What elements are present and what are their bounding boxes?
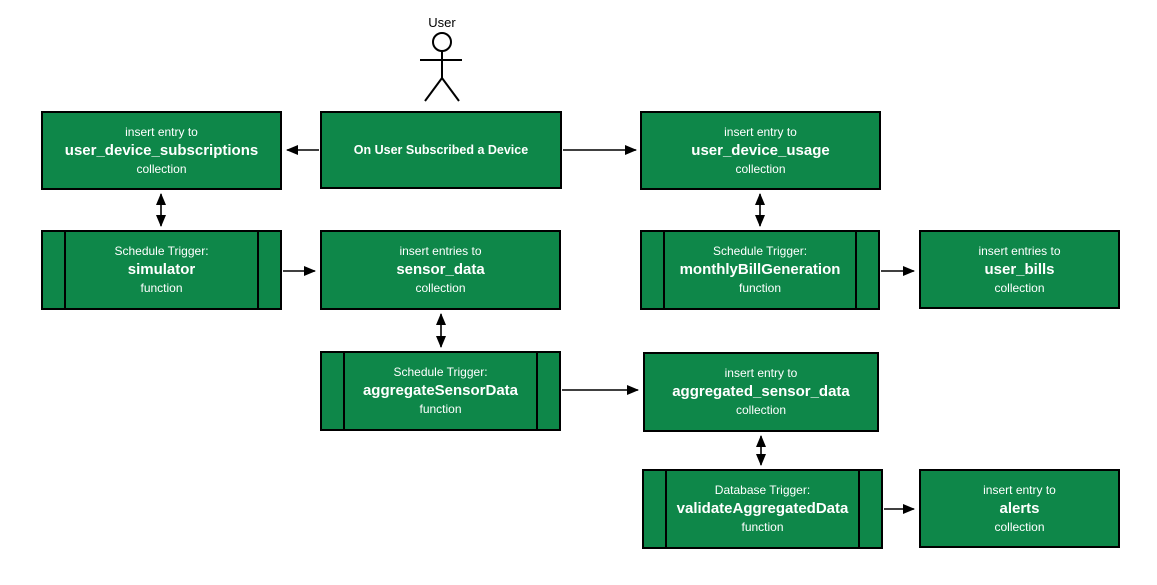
node-title: validateAggregatedData (676, 500, 849, 517)
node-action-label: insert entry to (125, 124, 198, 139)
node-type-label: collection (994, 280, 1045, 295)
node-action-label: insert entries to (399, 244, 482, 258)
node-action-label: Schedule Trigger: (114, 244, 209, 258)
node-aggregated-sensor-data: insert entry to aggregated_sensor_data c… (643, 352, 879, 432)
node-action-label: Database Trigger: (714, 483, 811, 497)
node-validate-aggregated-data-function: Database Trigger: validateAggregatedData… (642, 469, 883, 549)
node-type-label: function (741, 520, 784, 534)
node-user-bills: insert entries to user_bills collection (919, 230, 1120, 309)
node-title: aggregated_sensor_data (672, 383, 850, 400)
node-type-label: function (419, 402, 462, 416)
node-title: sensor_data (396, 261, 485, 278)
node-type-label: collection (415, 281, 466, 295)
event-label: On User Subscribed a Device (353, 143, 529, 157)
node-alerts: insert entry to alerts collection (919, 469, 1120, 548)
node-title: alerts (999, 499, 1040, 517)
user-actor-label: User (428, 15, 456, 30)
node-title: simulator (127, 261, 196, 278)
node-action-label: insert entry to (983, 482, 1056, 497)
node-type-label: collection (994, 519, 1045, 534)
node-action-label: Schedule Trigger: (712, 244, 808, 258)
node-title: user_bills (984, 260, 1055, 278)
node-action-label: insert entry to (724, 124, 797, 139)
node-title: user_device_usage (691, 141, 830, 159)
user-actor-icon (420, 32, 462, 102)
node-title: aggregateSensorData (362, 382, 519, 399)
node-type-label: collection (735, 161, 786, 176)
node-type-label: function (738, 281, 782, 295)
node-title: user_device_subscriptions (64, 141, 259, 159)
node-action-label: insert entries to (978, 243, 1061, 258)
node-type-label: function (140, 281, 183, 295)
node-type-label: collection (735, 403, 787, 417)
node-type-label: collection (136, 161, 187, 176)
node-on-user-subscribed-event: On User Subscribed a Device (320, 111, 562, 189)
node-aggregate-sensor-data-function: Schedule Trigger: aggregateSensorData fu… (320, 351, 561, 431)
node-title: monthlyBillGeneration (679, 261, 841, 278)
node-action-label: Schedule Trigger: (393, 365, 488, 379)
node-user-device-subscriptions: insert entry to user_device_subscription… (41, 111, 282, 190)
node-monthly-bill-generation-function: Schedule Trigger: monthlyBillGeneration … (640, 230, 880, 310)
node-sensor-data: insert entries to sensor_data collection (320, 230, 561, 310)
node-user-device-usage: insert entry to user_device_usage collec… (640, 111, 881, 190)
node-simulator-function: Schedule Trigger: simulator function (41, 230, 282, 310)
node-action-label: insert entry to (724, 366, 798, 380)
